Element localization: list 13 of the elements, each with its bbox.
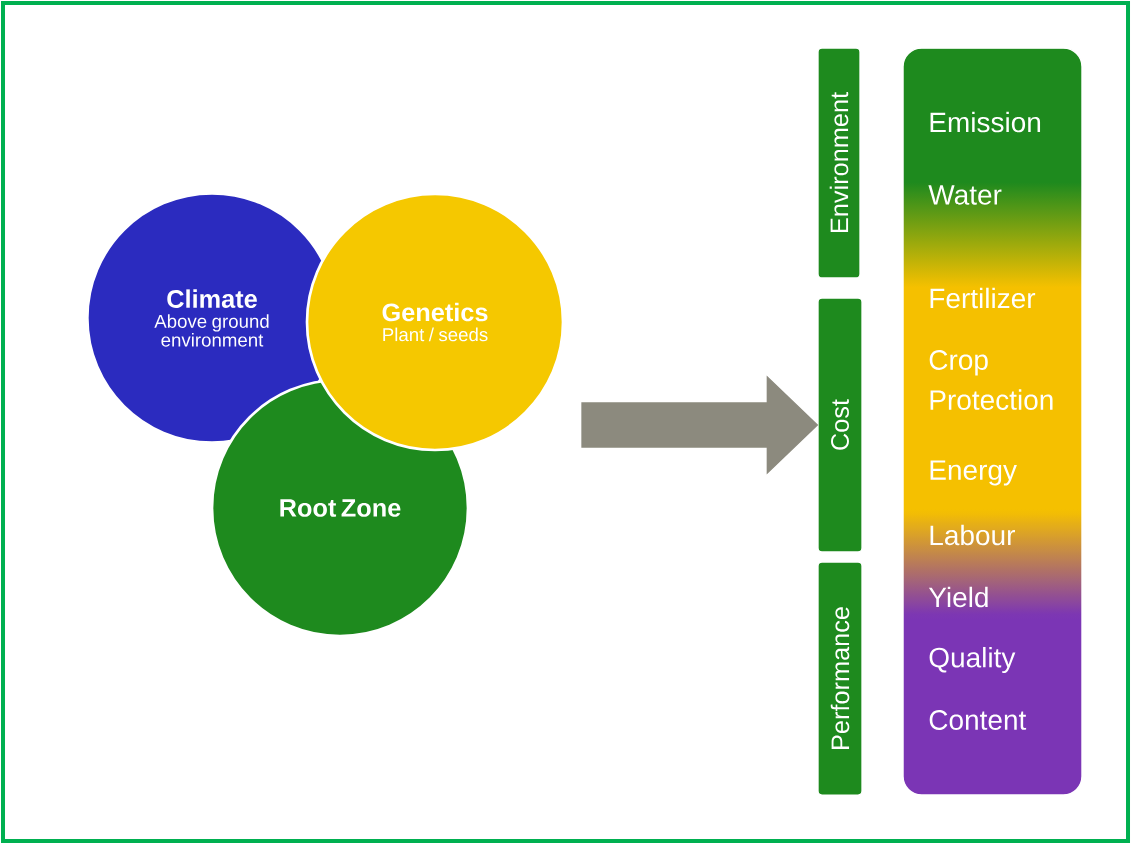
category-bar: Performance (817, 561, 863, 796)
list-item: Quality (929, 646, 1016, 674)
block-arrow (581, 375, 819, 475)
category-bar: Cost (817, 297, 863, 553)
list-item: Yield (928, 586, 988, 608)
list-item: Fertilizer (930, 287, 1036, 309)
list-item: Content (929, 710, 1027, 730)
list-item: Crop Protection (929, 350, 1053, 410)
list-item: Labour (930, 524, 1015, 546)
list-item: Emission (930, 111, 1041, 133)
list-item: Energy (930, 460, 1017, 486)
category-bar: Environment (817, 47, 861, 279)
list-item: Water (928, 185, 1002, 205)
